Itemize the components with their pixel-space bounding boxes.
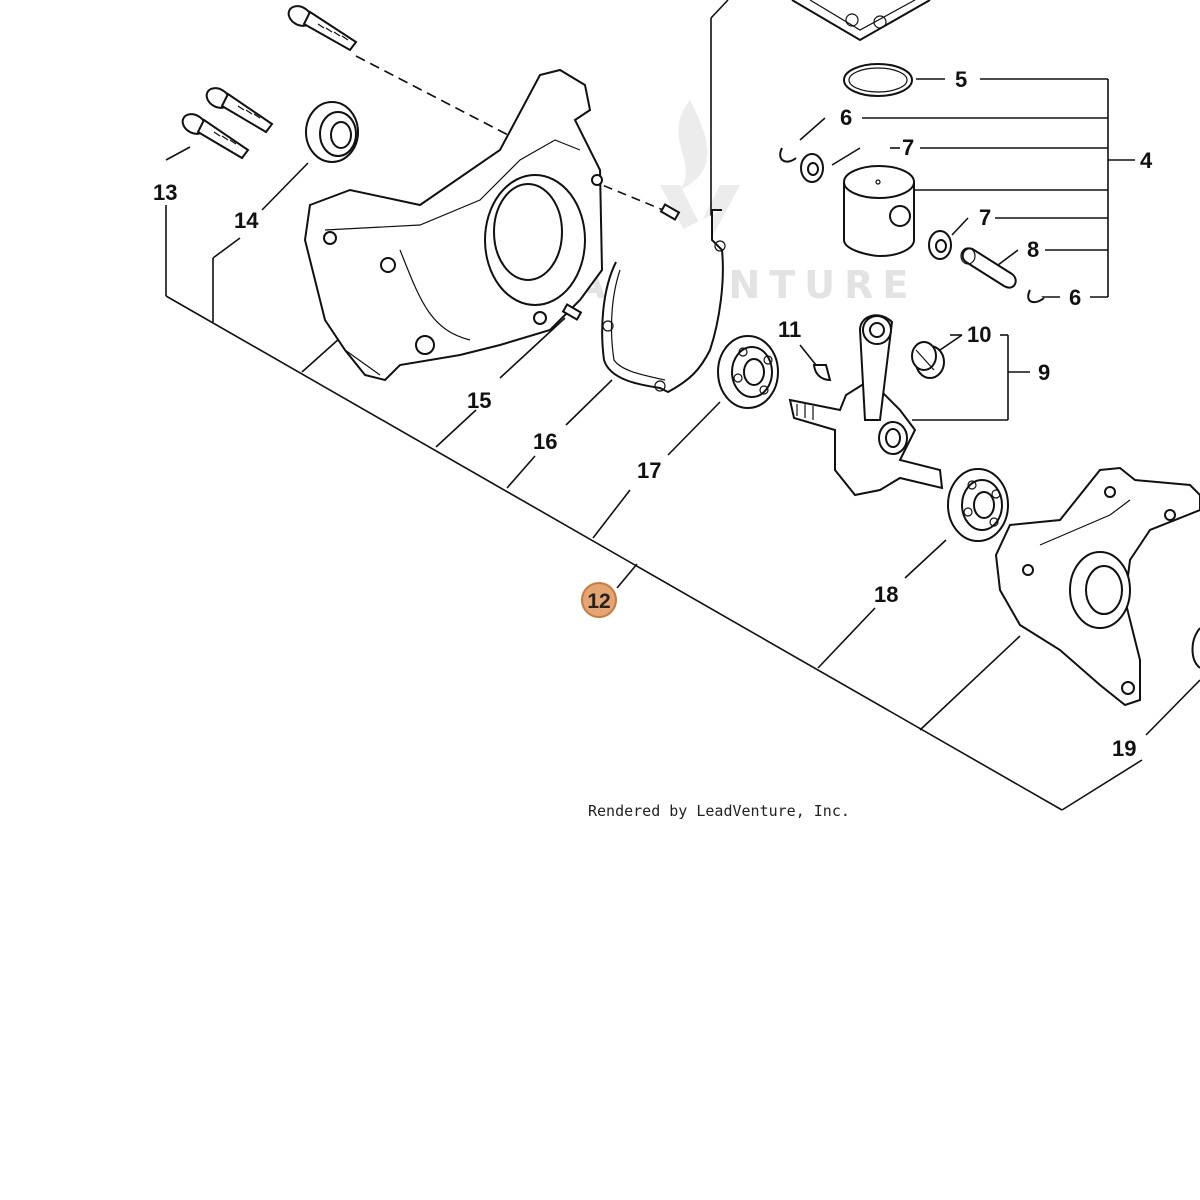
callout-12-highlight-circle[interactable] bbox=[581, 582, 617, 618]
callout-5: 5 bbox=[955, 67, 967, 92]
callout-15: 15 bbox=[467, 388, 491, 413]
callout-17: 17 bbox=[637, 458, 661, 483]
crankshaft bbox=[788, 378, 944, 497]
callout-6-upper: 6 bbox=[840, 105, 852, 130]
callout-19: 19 bbox=[1112, 736, 1136, 761]
callout-12[interactable]: 12 bbox=[587, 590, 610, 613]
callout-labels: 5 6 7 4 7 8 6 10 9 11 13 14 15 16 17 18 … bbox=[153, 67, 1153, 761]
callout-14: 14 bbox=[234, 208, 259, 233]
crankcase-half-left bbox=[303, 68, 604, 382]
leader-lines bbox=[165, 0, 1200, 811]
screw-top bbox=[287, 5, 358, 52]
needle-cage bbox=[911, 341, 945, 379]
cylinder-gasket bbox=[791, 0, 931, 42]
woodruff-key bbox=[812, 364, 832, 382]
callout-7-upper: 7 bbox=[902, 135, 914, 160]
callout-8: 8 bbox=[1027, 237, 1039, 262]
circlip-upper bbox=[779, 147, 797, 163]
crankcase-half-right bbox=[994, 466, 1200, 707]
callout-12-highlighted[interactable]: 12 bbox=[581, 582, 617, 618]
ball-bearing-left bbox=[717, 335, 779, 409]
callout-18: 18 bbox=[874, 582, 898, 607]
callout-13: 13 bbox=[153, 180, 177, 205]
oil-seal bbox=[305, 101, 359, 163]
piston bbox=[843, 165, 915, 258]
callout-16: 16 bbox=[533, 429, 557, 454]
callout-4: 4 bbox=[1140, 148, 1153, 173]
crankcase-gasket bbox=[601, 209, 726, 394]
callout-11: 11 bbox=[778, 317, 801, 342]
washer-lower bbox=[928, 230, 952, 260]
render-credit: Rendered by LeadVenture, Inc. bbox=[588, 802, 850, 820]
screw-13b bbox=[181, 113, 250, 160]
callout-6-lower: 6 bbox=[1069, 285, 1081, 310]
ball-bearing-right bbox=[947, 468, 1009, 542]
callout-7-lower: 7 bbox=[979, 205, 991, 230]
circlip-lower bbox=[1027, 289, 1045, 304]
callout-9: 9 bbox=[1038, 360, 1050, 385]
piston-ring bbox=[843, 63, 913, 97]
piston-pin bbox=[960, 247, 1017, 289]
dowel-pin-upper bbox=[659, 203, 681, 221]
screw-13a bbox=[205, 87, 274, 134]
callout-10: 10 bbox=[967, 322, 991, 347]
dowel-pin-lower bbox=[561, 303, 583, 321]
connecting-rod bbox=[858, 314, 894, 421]
washer-upper bbox=[800, 153, 824, 183]
